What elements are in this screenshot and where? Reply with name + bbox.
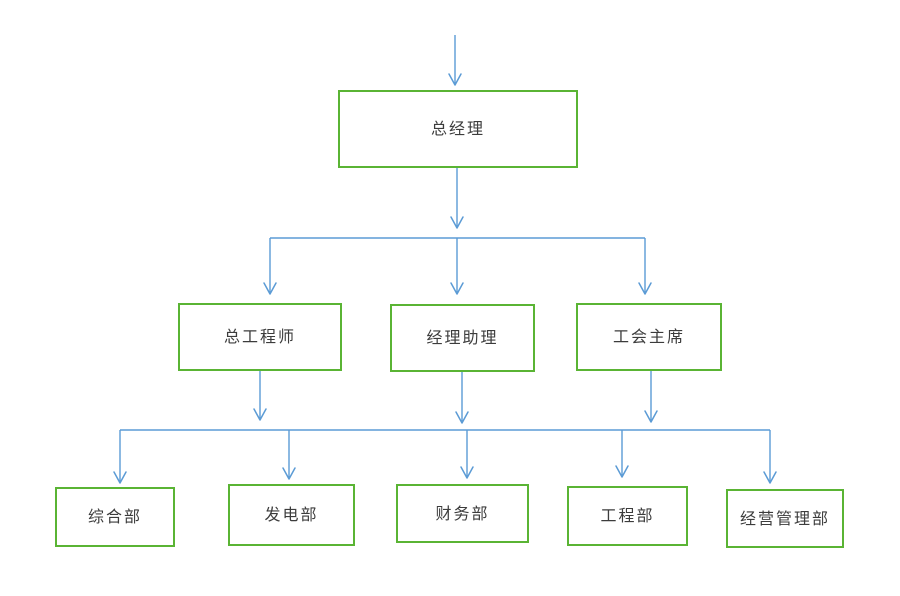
org-node-finance-dept: 财务部: [396, 484, 529, 543]
org-node-general-manager: 总经理: [338, 90, 578, 168]
org-node-engineering-dept: 工程部: [567, 486, 688, 546]
org-node-power-generation-dept: 发电部: [228, 484, 355, 546]
org-node-general-affairs-dept: 综合部: [55, 487, 175, 547]
org-node-chief-engineer: 总工程师: [178, 303, 342, 371]
org-node-union-chairman: 工会主席: [576, 303, 722, 371]
org-node-operation-management-dept: 经营管理部: [726, 489, 844, 548]
org-node-manager-assistant: 经理助理: [390, 304, 535, 372]
